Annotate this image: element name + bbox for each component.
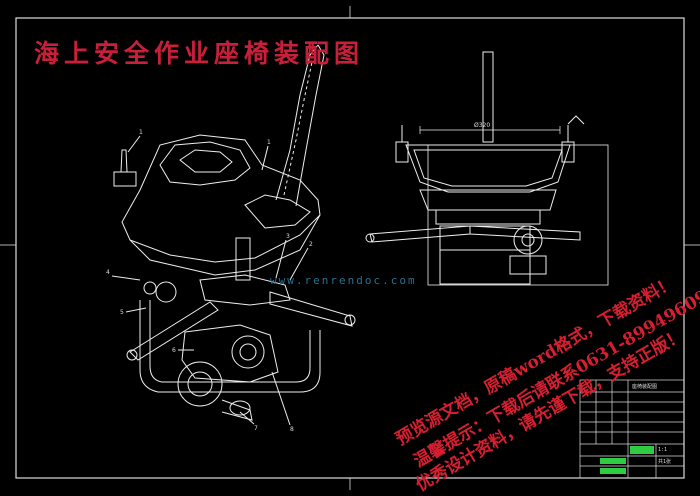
leader-4 (111, 275, 141, 281)
drawing-title: 海上安全作业座椅装配图 (34, 39, 365, 68)
gearbox-hub (239, 343, 257, 361)
seat-bowl (405, 144, 571, 193)
front-gear-hub (521, 233, 535, 247)
seat-mount (435, 209, 541, 225)
backrest-hatch (283, 61, 313, 196)
pump-rotor (187, 371, 213, 397)
leader-lever (127, 135, 141, 153)
lower-housing (439, 225, 531, 285)
seat-base (419, 189, 557, 211)
lever-block (113, 171, 137, 187)
base-frame-tube-inner (149, 300, 311, 383)
strut-right (269, 291, 353, 327)
part-label: 1 (267, 139, 271, 146)
seat-mount-plate (199, 274, 291, 306)
backrest-edge-2 (295, 44, 325, 207)
roughness-symbol (567, 115, 585, 125)
drawing-frame (15, 17, 685, 479)
gearbox-wheel (231, 335, 265, 369)
isometric-seat-view (111, 44, 356, 426)
part-label: 1 (139, 129, 143, 136)
part-labels: 1 1 2 3 4 5 6 7 8 (106, 129, 313, 433)
front-seat-view (365, 51, 609, 286)
front-strut-left (369, 225, 471, 243)
title-block-green-cell (630, 446, 654, 454)
front-gear-wheel (513, 225, 543, 255)
seat-bowl-inner (413, 149, 563, 187)
part-label: 8 (290, 426, 294, 433)
pump-cap (229, 400, 251, 416)
lever-knob (120, 149, 128, 173)
part-label: 4 (106, 269, 110, 276)
leader-7 (239, 411, 255, 425)
seat-front-roll (244, 194, 311, 229)
pump-outlet (221, 399, 253, 421)
title-block-frame (579, 379, 685, 479)
dimension-label: Ø320 (474, 122, 490, 129)
title-block-drawing-name: 座椅装配图 (632, 384, 658, 390)
part-label: 3 (286, 233, 290, 240)
bearing-small (143, 281, 157, 295)
leader-2 (289, 247, 309, 281)
part-label: 2 (309, 241, 313, 248)
part-label: 5 (120, 309, 124, 316)
title-block-green-cell (600, 458, 626, 464)
front-strut-joint (365, 233, 375, 243)
title-block-scale: 1:1 (658, 447, 668, 453)
pump-housing (177, 361, 223, 407)
part-label: 6 (172, 347, 176, 354)
strut-left (129, 301, 219, 361)
bearing-left (155, 281, 177, 303)
backrest-edge-1 (275, 44, 319, 201)
seat-base-lower (129, 214, 321, 276)
seat-cushion-top (159, 141, 251, 186)
title-block-sheet: 共1张 (658, 459, 672, 465)
seat-cushion-inner (179, 149, 233, 173)
seat-post (235, 237, 251, 281)
strut-right-joint (344, 314, 356, 326)
leader-8 (271, 371, 291, 426)
title-block (579, 379, 685, 479)
leader-1 (261, 145, 269, 171)
front-strut-right (469, 225, 581, 241)
strut-left-joint (126, 349, 138, 361)
title-block-green-cell (600, 468, 626, 474)
motor-housing (181, 324, 279, 383)
outer-frame (427, 144, 609, 286)
part-label: 7 (254, 425, 258, 432)
watermark-url: www.renrendoc.com (270, 274, 417, 287)
center-column (482, 51, 494, 143)
front-motor-block (509, 255, 547, 275)
seat-pan-outline (121, 134, 321, 263)
leader-5 (125, 307, 147, 313)
base-frame-tube (139, 300, 321, 393)
leader-3 (275, 239, 287, 279)
